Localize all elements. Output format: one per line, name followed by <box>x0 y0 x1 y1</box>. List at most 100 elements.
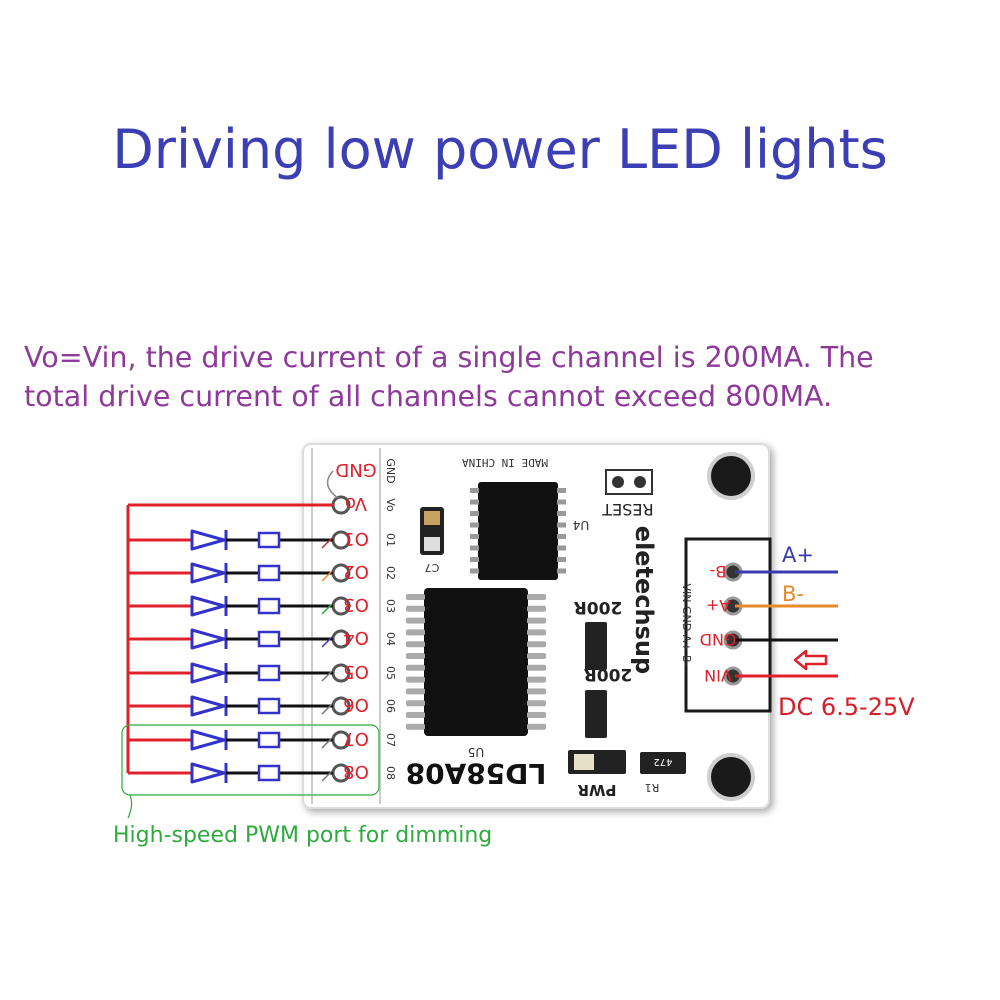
u5-pin <box>406 653 425 659</box>
brand-label: eletechsup <box>630 526 658 674</box>
u5-pin <box>406 688 425 695</box>
current-note-line-2: total drive current of all channels cann… <box>24 380 833 413</box>
silk-label: 07 <box>384 733 397 747</box>
gnd-jumper-wire <box>326 470 339 499</box>
jumper-tint <box>321 670 333 682</box>
input-pin-label: B- <box>710 562 727 581</box>
led-icon <box>190 662 226 684</box>
silk-label: 02 <box>384 566 397 580</box>
resistor-icon <box>257 630 281 648</box>
u5-pin <box>406 594 425 600</box>
input-silk: VIN GND A+ B- <box>680 584 693 667</box>
u5-pin <box>527 605 546 612</box>
header-label-o3: O3 <box>343 594 369 615</box>
a-plus-label: A+ <box>782 543 814 567</box>
led-icon <box>190 595 226 617</box>
u4-pin <box>557 522 566 528</box>
u4-pin <box>557 488 566 493</box>
u4-label: U4 <box>573 518 589 532</box>
u5-label: U5 <box>468 745 484 759</box>
pwr-label: PWR <box>577 781 617 799</box>
u4-pin <box>470 522 479 528</box>
u4-pin <box>557 511 566 516</box>
silk-label: 03 <box>384 599 397 613</box>
header-label-o5: O5 <box>343 661 369 682</box>
u5-pin <box>527 688 546 695</box>
header-label-o1: O1 <box>343 528 369 549</box>
led-icon <box>190 729 226 751</box>
capacitor-c7 <box>420 507 444 555</box>
u5-pin <box>406 664 425 671</box>
u5-pin <box>406 712 425 718</box>
resistor-icon <box>257 564 281 582</box>
u5-pin <box>527 629 546 636</box>
silk-label: Vo <box>384 498 397 512</box>
u4-pin <box>557 534 566 539</box>
u5-pin <box>406 641 425 648</box>
page-title: Driving low power LED lights <box>112 118 888 181</box>
chip-u5 <box>406 588 546 736</box>
jumper-tint <box>321 737 333 749</box>
u4-pin <box>470 488 479 493</box>
silk-label: 08 <box>384 766 397 780</box>
u4-pin <box>557 557 566 562</box>
input-pin-label: A+ <box>706 596 730 615</box>
u4-pin <box>557 568 566 574</box>
resistor-bottom-label: 200R <box>584 664 633 684</box>
u5-pin <box>406 605 425 612</box>
resistor-r1 <box>640 752 686 774</box>
jumper-tint <box>321 703 333 715</box>
resistor-icon <box>257 531 281 549</box>
u5-pin <box>527 712 546 718</box>
model-label: LD58A08 <box>406 757 547 790</box>
led-icon <box>190 562 226 584</box>
u5-pin <box>406 723 425 730</box>
jumper-tint <box>321 770 333 782</box>
header-label-o7: O7 <box>343 728 369 749</box>
led-icon <box>190 762 226 784</box>
jumper-tint <box>321 537 333 549</box>
pwm-note: High-speed PWM port for dimming <box>113 823 492 848</box>
u5-pin <box>527 617 546 624</box>
resistor-top-label: 200R <box>574 597 623 617</box>
r1-label: R1 <box>645 781 660 794</box>
jumper-tint <box>321 603 333 615</box>
u5-pin <box>406 700 425 707</box>
u5-pin <box>527 594 546 600</box>
u5-pin <box>527 664 546 671</box>
mounting-hole-top <box>707 452 755 500</box>
input-arrow-icon <box>793 649 828 671</box>
u5-pin <box>527 653 546 659</box>
u4-pin <box>470 557 479 562</box>
input-pin-label: GND <box>700 630 737 649</box>
made-in-label: MADE IN CHINA <box>462 456 548 469</box>
pwm-highlight-box <box>121 724 380 796</box>
u4-pin <box>557 545 566 551</box>
u5-pin <box>406 617 425 624</box>
current-note: Vo=Vin, the drive current of a single ch… <box>24 338 994 416</box>
led-icon <box>190 529 226 551</box>
led-icon <box>190 695 226 717</box>
resistor-200r-top <box>585 622 607 670</box>
header-label-o6: O6 <box>343 694 369 715</box>
resistor-icon <box>257 664 281 682</box>
pwm-callout-line <box>127 794 133 819</box>
jumper-tint <box>321 636 333 648</box>
silk-label: 05 <box>384 666 397 680</box>
silk-label: 01 <box>384 533 397 547</box>
b-minus-label: B- <box>782 582 804 606</box>
header-label-o2: O2 <box>343 561 369 582</box>
current-note-line-1: Vo=Vin, the drive current of a single ch… <box>24 341 874 374</box>
silk-label: 04 <box>384 632 397 646</box>
reset-label: RESET <box>602 500 653 519</box>
u4-pin <box>470 568 479 574</box>
u5-pin <box>527 723 546 730</box>
resistor-icon <box>257 764 281 782</box>
header-label-o4: O4 <box>343 627 369 648</box>
silk-label: GND <box>384 458 397 483</box>
resistor-icon <box>257 697 281 715</box>
dc-voltage-label: DC 6.5-25V <box>778 693 915 721</box>
silk-label: 06 <box>384 699 397 713</box>
resistor-200r-bottom <box>585 690 607 738</box>
